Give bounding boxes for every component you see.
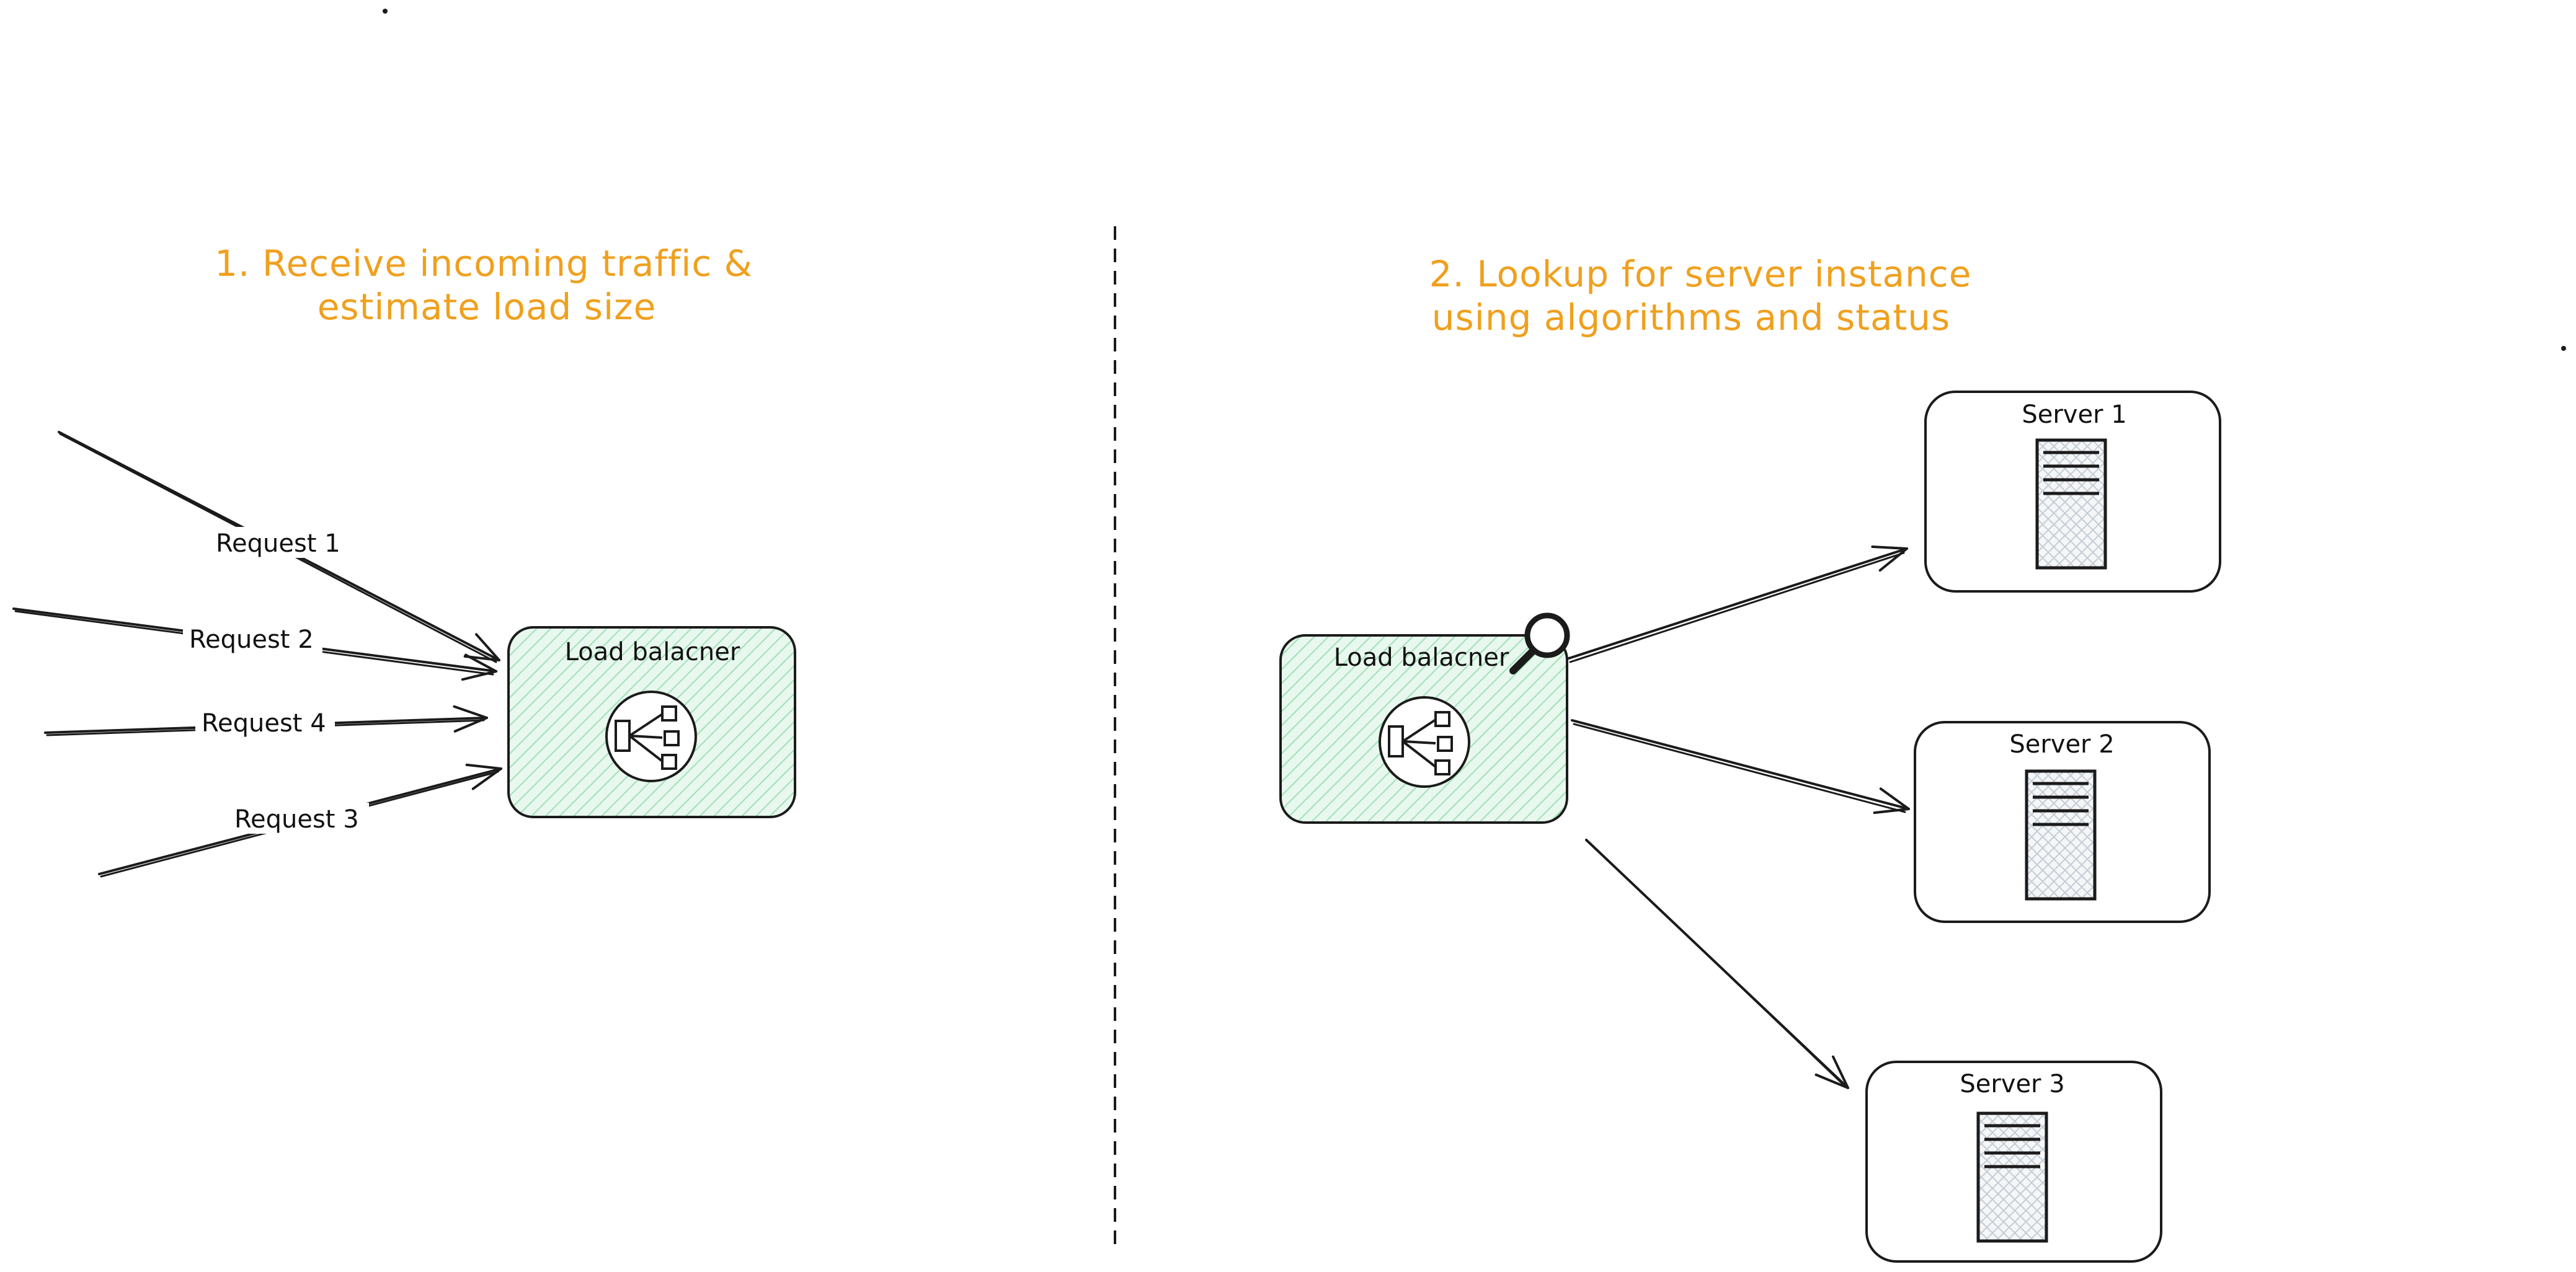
section-receive-traffic: 1. Receive incoming traffic & estimate l… <box>12 242 796 878</box>
server-2-arrow-sketch <box>1573 723 1906 813</box>
section-lookup-server: 2. Lookup for server instance using algo… <box>1279 253 2221 1263</box>
server-1-arrow <box>1568 545 1908 660</box>
server-label: Server 2 <box>2009 730 2114 759</box>
server-2-arrow <box>1571 719 1910 815</box>
request-2-label: Request 2 <box>189 625 314 654</box>
server-rack-icon <box>2025 769 2097 901</box>
network-hub-icon <box>605 691 697 782</box>
load-balancer-label: Load balacner <box>1334 643 1509 672</box>
server-arrows <box>1568 545 1910 1089</box>
section-2-heading-line-1: 2. Lookup for server instance <box>1429 253 1972 295</box>
section-1-heading-line-2: estimate load size <box>318 286 657 328</box>
request-3-label: Request 3 <box>234 805 359 834</box>
server-rack-icon <box>1976 1111 2048 1243</box>
load-balancer-node[interactable]: Load balacner <box>507 626 796 818</box>
magnifier-icon <box>1509 612 1570 674</box>
request-3-label-bg <box>229 803 369 834</box>
load-balancer-label: Load balacner <box>565 638 740 666</box>
request-labels: Request 1 Request 2 Request 4 Request 3 <box>183 527 369 834</box>
request-4-label: Request 4 <box>202 709 326 738</box>
server-3-arrow-sketch <box>1589 842 1846 1087</box>
server-node[interactable]: Server 3 <box>1865 1061 2162 1263</box>
section-1-heading-line-1: 1. Receive incoming traffic & <box>215 242 753 285</box>
request-1-label-bg <box>208 527 347 558</box>
request-1-label: Request 1 <box>216 529 340 558</box>
section-2-heading-line-2: using algorithms and status <box>1432 296 1950 338</box>
server-node[interactable]: Server 1 <box>1924 391 2221 593</box>
server-label: Server 3 <box>1960 1070 2064 1098</box>
request-2-label-bg <box>183 623 322 654</box>
server-1-arrow-sketch <box>1569 552 1905 663</box>
server-rack-icon <box>2035 438 2107 570</box>
server-node[interactable]: Server 2 <box>1914 721 2211 923</box>
request-4-label-bg <box>195 709 335 738</box>
network-hub-icon <box>1379 696 1470 788</box>
stray-dot <box>2561 346 2566 351</box>
stray-dot <box>383 9 388 14</box>
load-balancer-node[interactable]: Load balacner <box>1279 612 1570 824</box>
server-label: Server 1 <box>2022 400 2126 429</box>
